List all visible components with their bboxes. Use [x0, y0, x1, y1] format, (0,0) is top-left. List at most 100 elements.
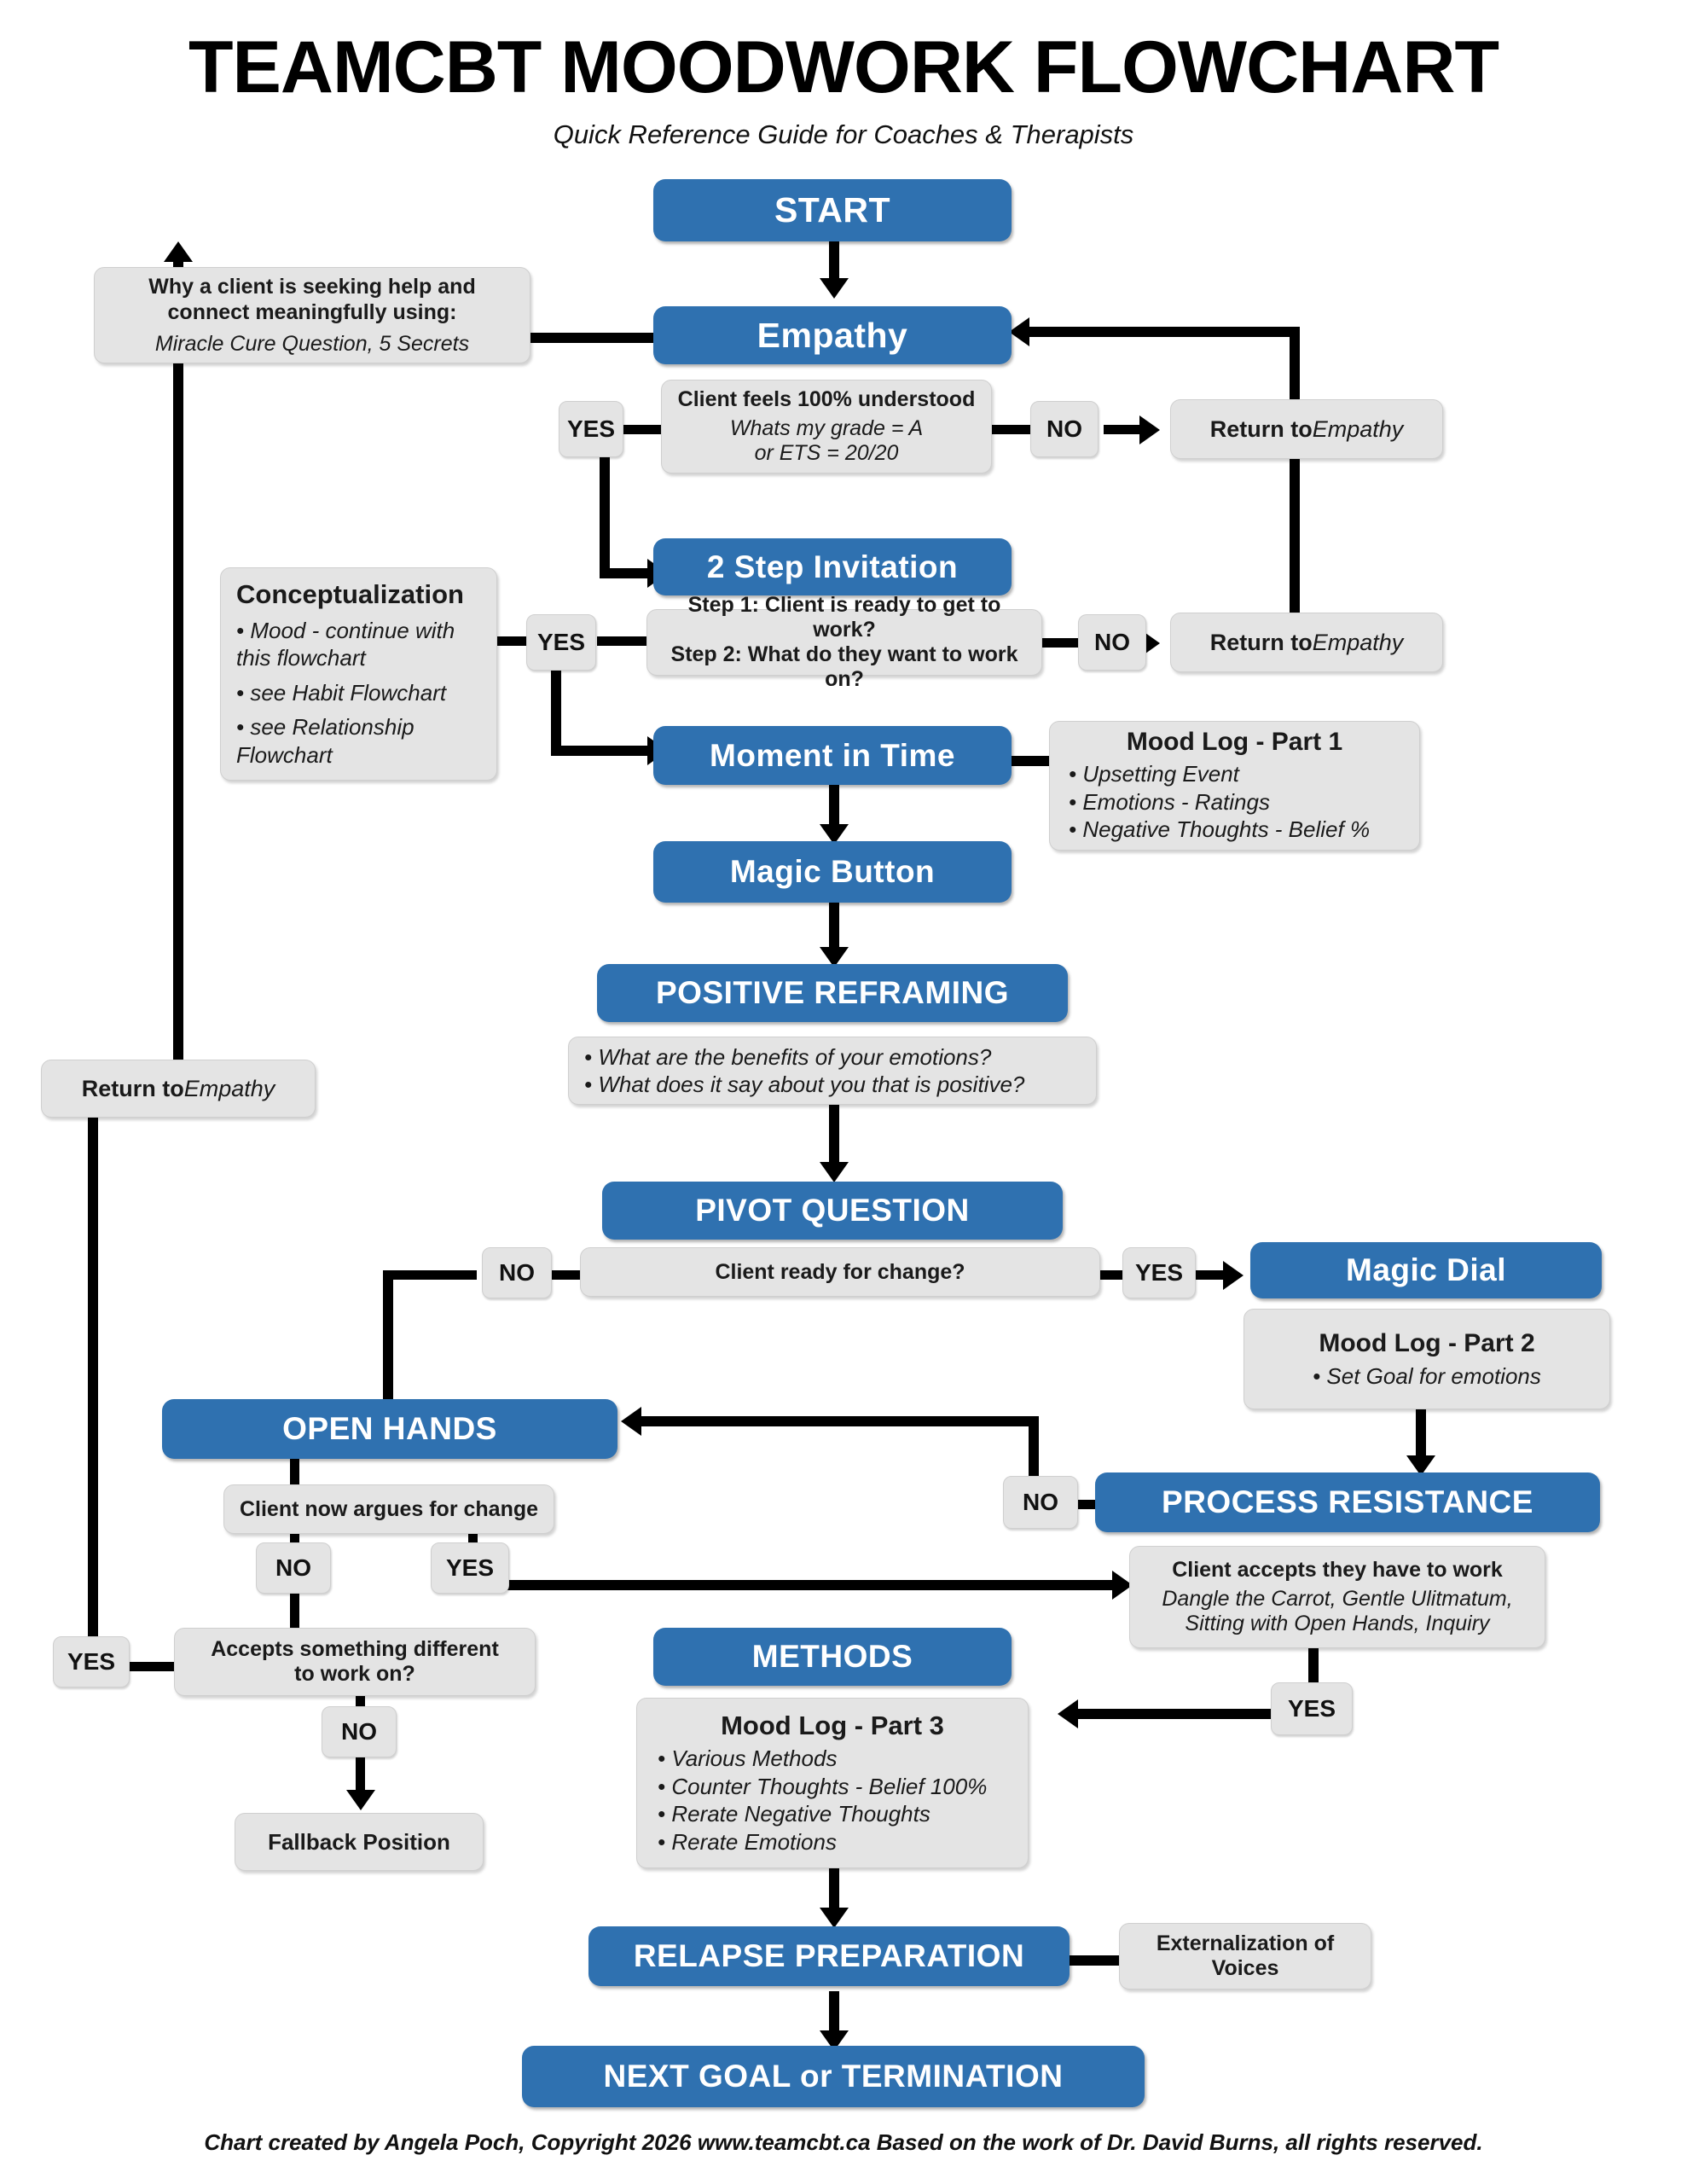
node-accepts-something-different[interactable]: Accepts something different to work on?	[174, 1628, 536, 1696]
two-step-line1: Step 1: Client is ready to get to work?	[687, 593, 1001, 642]
connector-relapse-to-nextgoal	[829, 1991, 839, 2036]
node-magic-dial[interactable]: Magic Dial	[1250, 1242, 1602, 1298]
decision-yes-process-resistance-label: YES	[1287, 1695, 1336, 1722]
connector-yes-accepts-vert	[88, 1083, 98, 1667]
client-accepts-line1: Dangle the Carrot, Gentle Ulitmatum,	[1162, 1587, 1513, 1611]
why-seeking-title: Why a client is seeking help and connect…	[148, 275, 476, 324]
connector-processres-no-horz	[640, 1416, 1039, 1426]
connector-yes-pivot-to-magicdial	[1193, 1270, 1229, 1280]
mood-log-3-title: Mood Log - Part 3	[721, 1711, 944, 1740]
decision-no-process-resistance-label: NO	[1023, 1489, 1058, 1515]
decision-yes-pivot[interactable]: YES	[1122, 1247, 1196, 1298]
node-mood-log-part-1[interactable]: Mood Log - Part 1 • Upsetting Event • Em…	[1049, 721, 1420, 851]
node-client-accepts-work[interactable]: Client accepts they have to work Dangle …	[1129, 1546, 1545, 1648]
conceptualization-bullet-2: • see Habit Flowchart	[236, 679, 447, 706]
return-to-empathy-1-prefix: Return to	[1209, 415, 1313, 442]
mood-log-3-bullet-1: • Various Methods	[658, 1745, 838, 1771]
decision-no-accepts-different[interactable]: NO	[322, 1706, 397, 1757]
node-methods[interactable]: METHODS	[653, 1628, 1012, 1686]
decision-no-empathy[interactable]: NO	[1030, 401, 1099, 457]
conceptualization-bullets: • Mood - continue with this flowchart • …	[236, 617, 455, 770]
node-positive-reframing[interactable]: POSITIVE REFRAMING	[597, 964, 1068, 1022]
connector-openhandscheck-to-no	[290, 1527, 299, 1551]
connector-return-loop-horz	[1028, 327, 1300, 337]
empathy-check-line1: Whats my grade = A	[729, 416, 924, 440]
empathy-check-title: Client feels 100% understood	[677, 387, 976, 411]
decision-yes-open-hands[interactable]: YES	[431, 1542, 509, 1594]
client-accepts-title: Client accepts they have to work	[1172, 1558, 1503, 1582]
node-moment-in-time-label: Moment in Time	[710, 737, 955, 773]
node-mood-log-part-2[interactable]: Mood Log - Part 2 • Set Goal for emotion…	[1244, 1309, 1610, 1409]
decision-no-pivot[interactable]: NO	[482, 1247, 552, 1298]
mood-log-3-bullet-2: • Counter Thoughts - Belief 100%	[658, 1773, 988, 1799]
decision-no-two-step[interactable]: NO	[1078, 614, 1146, 671]
arrowhead-no-accepts-to-fallback	[346, 1790, 375, 1810]
conceptualization-title: Conceptualization	[236, 578, 464, 609]
node-process-resistance[interactable]: PROCESS RESISTANCE	[1095, 1472, 1600, 1532]
connector-no-pivot-vert	[383, 1270, 393, 1407]
arrowhead-methods-to-relapse	[820, 1908, 849, 1928]
decision-no-process-resistance[interactable]: NO	[1003, 1476, 1078, 1529]
node-open-hands-label: OPEN HANDS	[282, 1411, 497, 1446]
mood-log-1-bullet-2: • Emotions - Ratings	[1069, 788, 1270, 815]
fallback-position-label: Fallback Position	[268, 1828, 450, 1855]
decision-yes-process-resistance[interactable]: YES	[1271, 1682, 1353, 1735]
connector-moment-to-magicbutton	[829, 785, 839, 829]
decision-yes-accepts-different[interactable]: YES	[53, 1636, 130, 1687]
connector-yes-empathy-horz	[600, 568, 651, 578]
connector-processres-no-stub	[1070, 1500, 1096, 1509]
connector-pivotcheck-to-yes	[1097, 1270, 1127, 1280]
node-two-step-invitation[interactable]: 2 Step Invitation	[653, 538, 1012, 595]
connector-yes2-horz	[551, 746, 651, 756]
decision-no-open-hands[interactable]: NO	[256, 1542, 331, 1594]
node-open-hands[interactable]: OPEN HANDS	[162, 1399, 617, 1459]
node-moment-in-time[interactable]: Moment in Time	[653, 726, 1012, 785]
positive-reframing-bullet-2: • What does it say about you that is pos…	[584, 1072, 1025, 1097]
node-start-label: START	[774, 190, 891, 229]
node-pivot-check[interactable]: Client ready for change?	[580, 1247, 1100, 1297]
decision-yes-two-step[interactable]: YES	[526, 614, 596, 671]
node-positive-reframing-detail[interactable]: • What are the benefits of your emotions…	[568, 1037, 1097, 1105]
node-start[interactable]: START	[653, 179, 1012, 241]
decision-yes-empathy[interactable]: YES	[559, 401, 623, 457]
node-two-step-detail[interactable]: Step 1: Client is ready to get to work? …	[646, 593, 1042, 691]
node-magic-dial-label: Magic Dial	[1346, 1252, 1506, 1287]
conceptualization-bullet-1: • Mood - continue with	[236, 617, 455, 643]
arrowhead-posreframing-to-pivot	[820, 1162, 849, 1182]
decision-yes-empathy-label: YES	[566, 415, 616, 442]
node-next-goal-or-termination[interactable]: NEXT GOAL or TERMINATION	[522, 2046, 1145, 2107]
node-externalization-of-voices[interactable]: Externalization of Voices	[1119, 1923, 1371, 1989]
node-return-to-empathy-2[interactable]: Return to Empathy	[1170, 613, 1443, 672]
node-empathy[interactable]: Empathy	[653, 306, 1012, 364]
conceptualization-bullet-3: • see Relationship	[236, 714, 415, 741]
arrowhead-return3-to-why	[164, 241, 193, 262]
connector-acceptsdiff-to-yes	[130, 1662, 174, 1671]
node-return-to-empathy-3[interactable]: Return to Empathy	[41, 1060, 316, 1118]
node-return-to-empathy-1[interactable]: Return to Empathy	[1170, 399, 1443, 459]
node-mood-log-part-3[interactable]: Mood Log - Part 3 • Various Methods • Co…	[636, 1698, 1029, 1868]
node-open-hands-check[interactable]: Client now argues for change	[223, 1484, 554, 1534]
decision-yes-open-hands-label: YES	[445, 1554, 495, 1581]
node-pivot-question[interactable]: PIVOT QUESTION	[602, 1182, 1063, 1240]
decision-no-accepts-different-label: NO	[341, 1718, 377, 1745]
node-conceptualization[interactable]: Conceptualization • Mood - continue with…	[220, 567, 497, 781]
node-next-goal-label: NEXT GOAL or TERMINATION	[603, 2059, 1064, 2094]
node-fallback-position[interactable]: Fallback Position	[235, 1813, 484, 1871]
node-empathy-check[interactable]: Client feels 100% understood Whats my gr…	[661, 380, 992, 473]
return-to-empathy-2-target: Empathy	[1312, 629, 1404, 655]
arrowhead-processres-no-to-openhands	[621, 1407, 641, 1436]
connector-twostep-to-no	[1042, 638, 1083, 648]
decision-yes-two-step-label: YES	[536, 629, 586, 655]
connector-openhands-to-check	[290, 1459, 299, 1488]
node-magic-button[interactable]: Magic Button	[653, 841, 1012, 903]
accepts-different-line1: Accepts something different	[211, 1637, 499, 1661]
arrowhead-start-to-empathy	[820, 278, 849, 299]
node-magic-button-label: Magic Button	[729, 854, 936, 889]
arrowhead-yes-processres-to-methods	[1058, 1699, 1078, 1728]
connector-return1-loop-vert	[1290, 332, 1300, 399]
connector-openhandscheck-to-yes	[468, 1527, 478, 1551]
open-hands-check-label: Client now argues for change	[239, 1496, 539, 1521]
node-relapse-preparation[interactable]: RELAPSE PREPARATION	[588, 1926, 1070, 1986]
node-why-seeking-help[interactable]: Why a client is seeking help and connect…	[94, 267, 530, 363]
